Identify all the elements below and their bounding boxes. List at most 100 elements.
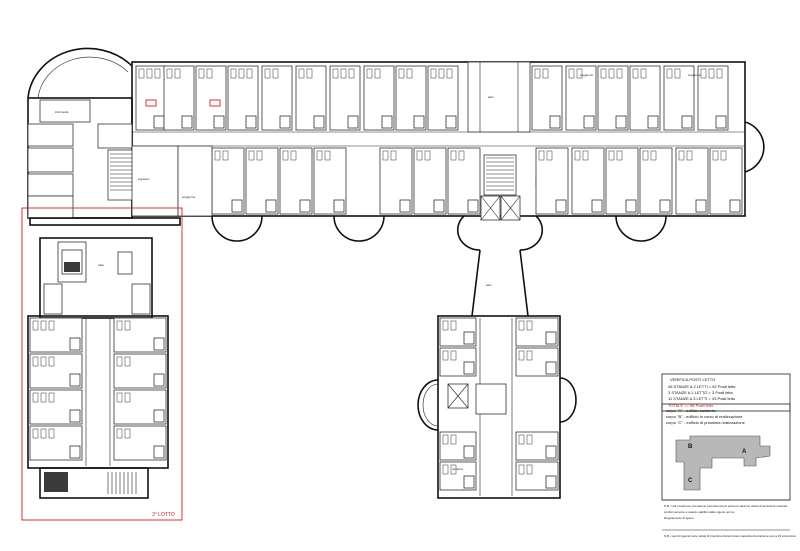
bed [712, 150, 719, 161]
bed [642, 150, 649, 161]
bed [518, 464, 525, 475]
bed [146, 68, 153, 79]
bed [124, 356, 131, 367]
bathroom [545, 475, 557, 489]
bed [48, 428, 55, 439]
bed [406, 68, 413, 79]
bed [526, 350, 533, 361]
room-infermeria: infermeria [55, 110, 69, 114]
bathroom [381, 115, 393, 129]
bed [568, 68, 575, 79]
bathroom [399, 199, 411, 213]
svg-text:atrio: atrio [488, 95, 494, 99]
bed [632, 68, 639, 79]
footer-note: N.B. i servizi igienici sono dotati di r… [664, 534, 796, 538]
bed [32, 356, 39, 367]
bed [282, 150, 289, 161]
bed [124, 320, 131, 331]
bed [324, 150, 331, 161]
bed [526, 464, 533, 475]
bathroom [659, 199, 671, 213]
svg-text:soggiorno: soggiorno [580, 73, 594, 77]
room-ingresso: ingresso [138, 177, 150, 181]
bathroom [545, 331, 557, 345]
svg-text:atrio: atrio [486, 283, 492, 287]
bed [430, 68, 437, 79]
bathroom [347, 115, 359, 129]
bed [534, 68, 541, 79]
bed [442, 320, 449, 331]
bed [582, 150, 589, 161]
bed [576, 68, 583, 79]
legend-row-1: 26 STANZE A 2 LETTI = 52 Posti letto [668, 384, 736, 389]
bed [546, 150, 553, 161]
bathroom [463, 445, 475, 459]
bed [306, 68, 313, 79]
bathroom [549, 115, 561, 129]
bed [40, 320, 47, 331]
legend-row-2: 3 STANZE A 1 LETTO = 3 Posti letto [668, 390, 734, 395]
highlighted-lot-outline [21, 207, 183, 521]
bathroom [445, 115, 457, 129]
bed [608, 68, 615, 79]
bed [166, 68, 173, 79]
west-wing: sala 3° LOTTO [21, 207, 183, 521]
bed [264, 68, 271, 79]
key-letter-b: B [688, 444, 693, 450]
bathroom [265, 199, 277, 213]
key-row-b: corpo "B" - edificio in corso di realizz… [666, 414, 743, 419]
svg-text:soggiorno: soggiorno [182, 195, 196, 199]
bed [666, 68, 673, 79]
bed [248, 150, 255, 161]
room-terrazza: terrazza [452, 467, 463, 471]
bed [290, 150, 297, 161]
bed [382, 150, 389, 161]
bed [518, 434, 525, 445]
bed [40, 356, 47, 367]
bathroom [695, 199, 707, 213]
note-3: Regolamento di igiene [664, 516, 694, 520]
bed [238, 68, 245, 79]
bed [116, 320, 123, 331]
bathroom [279, 115, 291, 129]
bathroom [615, 115, 627, 129]
bed [450, 464, 457, 475]
bed [214, 150, 221, 161]
bed [206, 68, 213, 79]
bed [340, 68, 347, 79]
bed [608, 150, 615, 161]
bed [138, 68, 145, 79]
bathroom [153, 337, 165, 351]
bed [154, 68, 161, 79]
bathroom [69, 337, 81, 351]
bathroom [715, 115, 727, 129]
bathroom [231, 199, 243, 213]
bed [116, 428, 123, 439]
bed [708, 68, 715, 79]
bathroom [153, 445, 165, 459]
bathroom [413, 115, 425, 129]
legend-title: VERIFICA POSTI LETTO [670, 377, 715, 382]
bed [116, 356, 123, 367]
bed [526, 320, 533, 331]
south-wing: atrio terrazza [417, 249, 577, 499]
bathroom [463, 475, 475, 489]
bathroom [463, 361, 475, 375]
bed [390, 150, 397, 161]
bed [450, 320, 457, 331]
marked-bed [145, 99, 157, 107]
bed [272, 68, 279, 79]
bed [678, 150, 685, 161]
lot-label: 3° LOTTO [152, 512, 175, 518]
bed [640, 68, 647, 79]
bed [366, 68, 373, 79]
bed [222, 150, 229, 161]
bathroom [69, 373, 81, 387]
bed [348, 68, 355, 79]
note-2: conformemente a quanto stabilito dalle v… [664, 510, 735, 514]
bed [600, 68, 607, 79]
bed [518, 350, 525, 361]
bathroom [69, 409, 81, 423]
bathroom [463, 331, 475, 345]
bed [526, 434, 533, 445]
